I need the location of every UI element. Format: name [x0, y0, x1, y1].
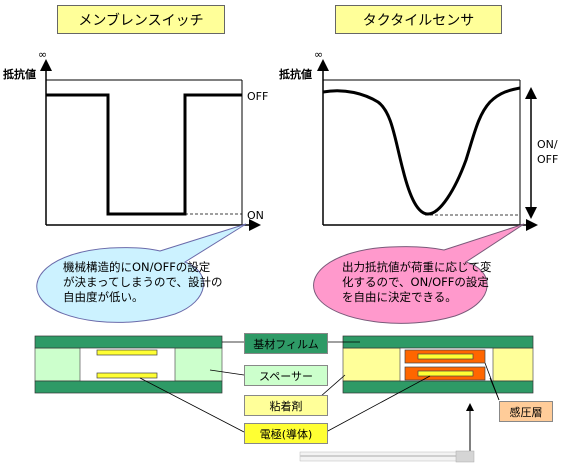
tactile-top-electrode: [417, 353, 474, 360]
base-film-label: 基材フィルム: [244, 333, 328, 354]
tactile-graph: ∞ 抵抗値 ON/ OFF: [279, 48, 558, 231]
tactile-layer-diagram: [342, 335, 534, 394]
leader-electrode-left: [139, 377, 245, 433]
base-film-label-text: 基材フィルム: [253, 337, 319, 351]
tactile-callout-text: 出力抵抗値が荷重に応じて変 化するので、ON/OFFの設定 を自由に決定できる。: [342, 260, 532, 305]
tactile-onoff-label-2: OFF: [537, 153, 558, 166]
membrane-off-label: OFF: [247, 90, 268, 103]
electrode-label: 電極(導体): [244, 423, 328, 444]
adhesive-label-text: 粘着剤: [269, 399, 303, 413]
membrane-callout-line-1: 機械構造的にON/OFFの設定: [63, 260, 211, 274]
membrane-switch-title-text: メンブレンスイッチ: [78, 12, 204, 29]
tactile-callout-line-2: 化するので、ON/OFFの設定: [342, 275, 489, 289]
pressure-layer-label-text: 感圧層: [509, 405, 543, 419]
tactile-callout-bubble: [313, 223, 525, 324]
membrane-callout-line-2: が決まってしまうので、設計の: [63, 275, 223, 289]
membrane-y-label: 抵抗値: [3, 67, 36, 81]
spacer-label-text: スペーサー: [258, 369, 313, 383]
membrane-layer-diagram: [34, 335, 223, 394]
membrane-bottom-electrode: [96, 372, 158, 379]
membrane-bottom-film: [34, 380, 223, 394]
membrane-infinity-symbol: ∞: [38, 48, 47, 61]
tactile-bottom-electrode: [417, 370, 474, 377]
leader-electrode-right: [325, 375, 431, 433]
tactile-callout-line-3: を自由に決定できる。: [342, 290, 457, 304]
tactile-sensor-title: タクタイルセンサ: [335, 5, 502, 34]
tactile-resistance-curve: [322, 86, 521, 216]
spacer-label: スペーサー: [244, 365, 328, 386]
membrane-spacer-left: [34, 347, 81, 382]
tactile-sensor-title-text: タクタイルセンサ: [362, 12, 475, 29]
leader-pressure-layer-2: [484, 362, 500, 401]
membrane-callout-bubble: [36, 223, 247, 323]
membrane-graph: ∞ 抵抗値 OFF ON: [3, 48, 268, 231]
membrane-top-electrode: [96, 349, 158, 356]
membrane-resistance-curve: [46, 93, 242, 216]
membrane-top-film: [34, 335, 223, 349]
membrane-spacer-right: [174, 347, 223, 382]
tactile-callout-line-1: 出力抵抗値が荷重に応じて変: [342, 260, 492, 274]
tactile-adhesive-right: [492, 347, 534, 382]
tactile-bottom-film: [342, 380, 534, 394]
sensor-product-image: [299, 450, 475, 463]
leader-lines: [139, 341, 500, 433]
membrane-switch-title: メンブレンスイッチ: [57, 5, 225, 34]
leader-spacer: [209, 369, 245, 376]
adhesive-label: 粘着剤: [244, 395, 328, 416]
tactile-infinity-symbol: ∞: [314, 48, 323, 61]
membrane-on-label: ON: [247, 209, 264, 222]
tactile-y-label: 抵抗値: [279, 67, 312, 81]
tactile-adhesive-left: [342, 347, 401, 382]
membrane-callout-line-3: 自由度が低い。: [63, 290, 144, 304]
membrane-callout-text: 機械構造的にON/OFFの設定 が決まってしまうので、設計の 自由度が低い。: [63, 260, 248, 305]
electrode-label-text: 電極(導体): [259, 427, 313, 441]
tactile-top-film: [342, 335, 534, 349]
tactile-onoff-label-1: ON/: [537, 138, 558, 151]
pressure-layer-label: 感圧層: [499, 401, 553, 422]
